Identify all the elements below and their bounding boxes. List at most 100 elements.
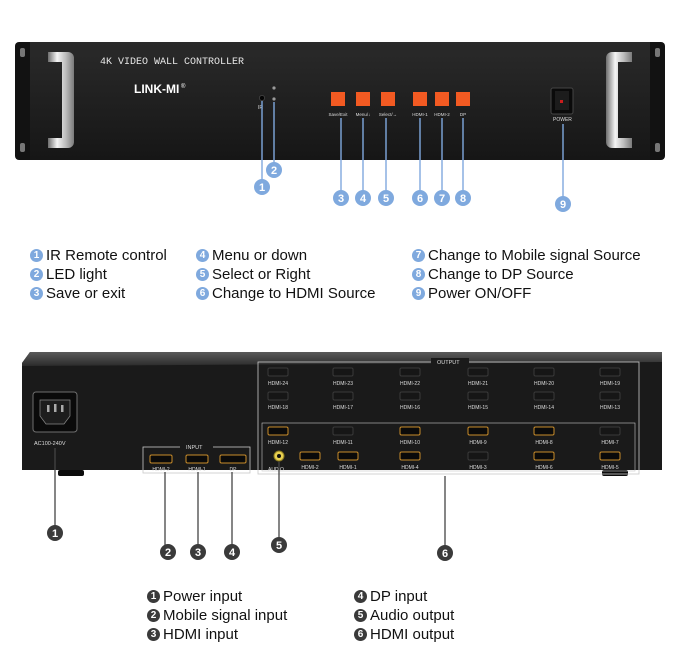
foot — [58, 470, 84, 476]
legend-badge: 4 — [196, 249, 209, 262]
input-port[interactable] — [185, 454, 209, 464]
output-port[interactable] — [332, 426, 354, 436]
output-port[interactable] — [533, 451, 555, 461]
legend-text: IR Remote control — [46, 247, 167, 264]
back-callout-badge-6 — [437, 545, 453, 561]
legend-badge: 3 — [30, 287, 43, 300]
output-port[interactable] — [332, 391, 354, 401]
callout-number: 6 — [417, 193, 423, 205]
legend-badge: 6 — [196, 287, 209, 300]
back-callout-number: 5 — [276, 540, 282, 552]
pin — [47, 405, 50, 412]
legend-text: Change to Mobile signal Source — [428, 247, 641, 264]
audio-jack-hole — [277, 454, 281, 458]
output-port[interactable] — [399, 426, 421, 436]
legend-text: Save or exit — [46, 285, 126, 302]
legend-text: Mobile signal input — [163, 607, 288, 624]
output-port[interactable] — [533, 426, 555, 436]
output-port[interactable] — [332, 367, 354, 377]
legend-text: DP input — [370, 588, 428, 605]
callout-number: 1 — [259, 182, 265, 194]
output-port[interactable] — [267, 426, 289, 436]
legend-badge: 5 — [196, 268, 209, 281]
output-port[interactable] — [533, 367, 555, 377]
callout-number: 8 — [460, 193, 466, 205]
ir-sensor — [259, 95, 265, 101]
input-title-bg — [180, 443, 213, 451]
back-callout-number: 3 — [195, 547, 201, 559]
pin — [61, 405, 64, 412]
front-button-label: HDMI-2 — [434, 112, 450, 117]
output-port[interactable] — [267, 367, 289, 377]
output-port-label: HDMI-8 — [535, 440, 552, 446]
ir-label: IR — [258, 105, 263, 111]
callout-badge-3 — [333, 190, 349, 206]
front-button-8[interactable] — [456, 92, 470, 106]
output-port[interactable] — [299, 451, 321, 461]
output-port-label: HDMI-18 — [268, 405, 288, 411]
output-port-label: HDMI-9 — [469, 440, 486, 446]
legend-text: Change to HDMI Source — [212, 285, 376, 302]
callout-badge-6 — [412, 190, 428, 206]
output-port-label: HDMI-21 — [468, 381, 488, 387]
foot — [602, 470, 628, 476]
callout-number: 9 — [560, 199, 566, 211]
output-port-label: HDMI-12 — [268, 440, 288, 446]
input-port[interactable] — [219, 454, 247, 464]
output-port[interactable] — [599, 451, 621, 461]
output-port[interactable] — [599, 426, 621, 436]
front-button-5[interactable] — [381, 92, 395, 106]
back-callout-badge-5 — [271, 537, 287, 553]
output-port[interactable] — [267, 391, 289, 401]
callout-badge-2 — [266, 162, 282, 178]
output-port[interactable] — [337, 451, 359, 461]
output-port[interactable] — [399, 367, 421, 377]
back-callout-badge-3 — [190, 544, 206, 560]
output-port-label: HDMI-19 — [600, 381, 620, 387]
front-button-4[interactable] — [356, 92, 370, 106]
output-port[interactable] — [599, 391, 621, 401]
front-button-6[interactable] — [413, 92, 427, 106]
output-port[interactable] — [533, 391, 555, 401]
output-port-label: HDMI-1 — [339, 465, 356, 471]
power-indicator — [560, 100, 563, 103]
input-port[interactable] — [149, 454, 173, 464]
output-group-title: OUTPUT — [437, 360, 460, 366]
callout-badge-1 — [254, 179, 270, 195]
front-button-label: Menu/↓ — [356, 112, 371, 117]
legend-text: LED light — [46, 266, 107, 283]
output-port-label: HDMI-10 — [400, 440, 420, 446]
output-port[interactable] — [599, 367, 621, 377]
legend-text: HDMI output — [370, 626, 455, 643]
front-button-7[interactable] — [435, 92, 449, 106]
legend-badge: 1 — [30, 249, 43, 262]
back-callout-number: 6 — [442, 548, 448, 560]
led-light — [272, 86, 276, 90]
output-port[interactable] — [467, 367, 489, 377]
output-port[interactable] — [399, 451, 421, 461]
output-port[interactable] — [399, 391, 421, 401]
output-port[interactable] — [467, 426, 489, 436]
output-port-label: HDMI-4 — [401, 465, 418, 471]
legend-badge: 7 — [412, 249, 425, 262]
legend-badge: 5 — [354, 609, 367, 622]
legend-badge: 6 — [354, 628, 367, 641]
output-port[interactable] — [467, 391, 489, 401]
legend-badge: 2 — [147, 609, 160, 622]
rack-hole — [20, 143, 25, 152]
back-chassis — [22, 352, 662, 470]
legend-badge: 1 — [147, 590, 160, 603]
led-light-2 — [272, 97, 276, 101]
front-button-3[interactable] — [331, 92, 345, 106]
output-port-label: HDMI-24 — [268, 381, 288, 387]
output-port-label: HDMI-17 — [333, 405, 353, 411]
output-port[interactable] — [467, 451, 489, 461]
